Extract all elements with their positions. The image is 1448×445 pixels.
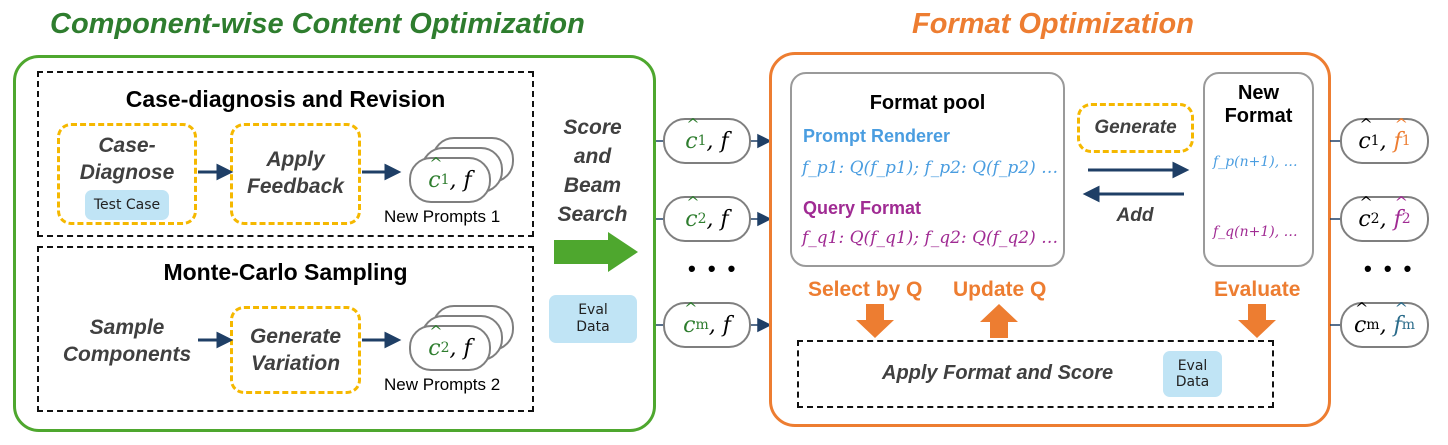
new-prompt-2-card: c2, f xyxy=(409,322,491,371)
f-symbol: , f xyxy=(706,128,729,154)
left-arrows xyxy=(198,163,402,349)
c-hat: c xyxy=(1354,299,1369,338)
output-connectors xyxy=(1330,140,1340,326)
f-hat: f xyxy=(1394,299,1409,338)
f-symbol: , f xyxy=(708,312,731,338)
big-green-arrow-icon xyxy=(554,232,638,272)
c-hat: c xyxy=(1358,115,1373,154)
candidate-pill: c1, f xyxy=(663,115,751,164)
monte-carlo-heading: Monte-Carlo Sampling xyxy=(163,259,408,285)
generate-variation-label-2: Variation xyxy=(250,352,341,375)
orange-arrows xyxy=(856,304,1276,338)
format-optimization-title: Format Optimization xyxy=(912,8,1194,40)
c-hat: c xyxy=(685,193,700,232)
apply-feedback-step[interactable]: Apply Feedback xyxy=(230,123,361,225)
c-subscript: 2 xyxy=(697,211,707,227)
optimized-prompt-pill: c2, f2 xyxy=(1340,193,1429,242)
sample-components-label-2: Components xyxy=(62,343,192,366)
new-format-heading-1: New xyxy=(1237,82,1280,104)
content-optimization-panel xyxy=(13,55,656,432)
generate-variation-step[interactable]: Generate Variation xyxy=(230,306,361,394)
c-hat: c xyxy=(428,154,443,193)
add-label: Add xyxy=(1116,205,1154,226)
label-line: Beam xyxy=(563,174,622,197)
c-subscript: 2 xyxy=(440,340,450,356)
data-line: Data xyxy=(1175,374,1210,390)
f-symbol: , f xyxy=(449,335,472,361)
sample-components-label-1: Sample xyxy=(89,316,165,339)
query-format-label: Query Format xyxy=(803,198,922,218)
optimized-prompt-pill: c1, f1 xyxy=(1340,115,1429,164)
generate-add-arrows xyxy=(1082,161,1190,203)
optimized-prompt-pill: cm, fm xyxy=(1340,299,1429,348)
evaluate-down-arrow-icon xyxy=(1238,304,1276,338)
case-diagnosis-heading: Case-diagnosis and Revision xyxy=(125,86,446,112)
content-optimization-title: Component-wise Content Optimization xyxy=(50,8,585,40)
select-down-arrow-icon xyxy=(856,304,894,338)
prompt-renderer-formula: f_p1: Q(f_p1); f_p2: Q(f_p2) … xyxy=(802,158,1059,178)
ellipsis: • • • xyxy=(1364,256,1415,281)
case-diagnose-step[interactable]: Case- Diagnose Test Case xyxy=(57,123,197,225)
select-by-q-label: Select by Q xyxy=(808,278,923,301)
update-q-label: Update Q xyxy=(953,278,1047,301)
case-diagnose-label-1: Case- xyxy=(98,134,156,157)
new-prompt-1-card: c1, f xyxy=(409,154,491,203)
format-pool-heading: Format pool xyxy=(869,92,986,114)
generate-variation-label-1: Generate xyxy=(249,325,342,348)
case-diagnosis-box: Case-diagnosis and Revision xyxy=(37,71,534,237)
new-prompts-1-caption: New Prompts 1 xyxy=(384,207,501,226)
c-hat: c xyxy=(683,299,698,338)
c-subscript: 1 xyxy=(697,133,707,149)
format-pool-box: Format pool Prompt Renderer f_p1: Q(f_p1… xyxy=(790,72,1065,267)
eval-data-tag: Eval Data xyxy=(549,295,637,343)
score-beam-search-label: Score and Beam Search xyxy=(540,113,645,229)
c-subscript: 1 xyxy=(440,172,450,188)
case-diagnose-label-2: Diagnose xyxy=(79,161,175,184)
f-hat: f xyxy=(1394,193,1409,232)
sample-components-step: Sample Components xyxy=(62,314,192,368)
apply-feedback-label-1: Apply xyxy=(266,148,325,171)
c-hat: c xyxy=(685,115,700,154)
c-hat: c xyxy=(428,322,443,361)
candidate-pill: c2, f xyxy=(663,193,751,242)
monte-carlo-box: Monte-Carlo Sampling xyxy=(37,246,534,412)
new-format-heading-2: Format xyxy=(1224,105,1293,127)
evaluate-label: Evaluate xyxy=(1214,278,1301,301)
f-subscript: m xyxy=(1401,317,1416,333)
middle-connectors xyxy=(656,133,772,333)
f-subscript: 2 xyxy=(1401,211,1411,227)
eval-data-tag: Eval Data xyxy=(1163,351,1222,397)
c-subscript: 2 xyxy=(1370,211,1380,227)
c-hat: c xyxy=(1358,193,1373,232)
label-line: and xyxy=(573,145,612,168)
test-case-tag: Test Case xyxy=(85,190,169,220)
new-renderer-formula: f_p(n+1), … xyxy=(1213,154,1298,170)
f-subscript: 1 xyxy=(1401,133,1411,149)
f-hat: f xyxy=(1394,115,1409,154)
prompt-renderer-label: Prompt Renderer xyxy=(803,126,951,146)
eval-line: Eval xyxy=(1177,358,1208,374)
f-symbol: , f xyxy=(706,206,729,232)
generate-step[interactable]: Generate xyxy=(1077,103,1194,153)
c-subscript: m xyxy=(1366,317,1380,333)
label-line: Score xyxy=(563,116,622,139)
data-line: Data xyxy=(576,319,610,335)
new-format-box: New Format f_p(n+1), … f_q(n+1), … xyxy=(1203,72,1314,267)
query-format-formula: f_q1: Q(f_q1); f_q2: Q(f_q2) … xyxy=(802,228,1059,248)
apply-feedback-label-2: Feedback xyxy=(247,175,344,198)
c-subscript: 1 xyxy=(1370,133,1380,149)
update-up-arrow-icon xyxy=(980,304,1018,338)
c-subscript: m xyxy=(695,317,709,333)
new-prompts-2-caption: New Prompts 2 xyxy=(384,375,501,394)
generate-label: Generate xyxy=(1094,117,1177,138)
label-line: Search xyxy=(557,203,628,226)
eval-line: Eval xyxy=(578,302,608,318)
ellipsis: • • • xyxy=(688,256,739,281)
apply-format-label: Apply Format and Score xyxy=(882,362,1114,384)
new-query-formula: f_q(n+1), … xyxy=(1213,224,1298,240)
format-optimization-panel xyxy=(769,52,1331,427)
candidate-pill: cm, f xyxy=(663,299,751,348)
f-symbol: , f xyxy=(449,167,472,193)
apply-format-score-box: Apply Format and Score Eval Data xyxy=(797,340,1274,408)
